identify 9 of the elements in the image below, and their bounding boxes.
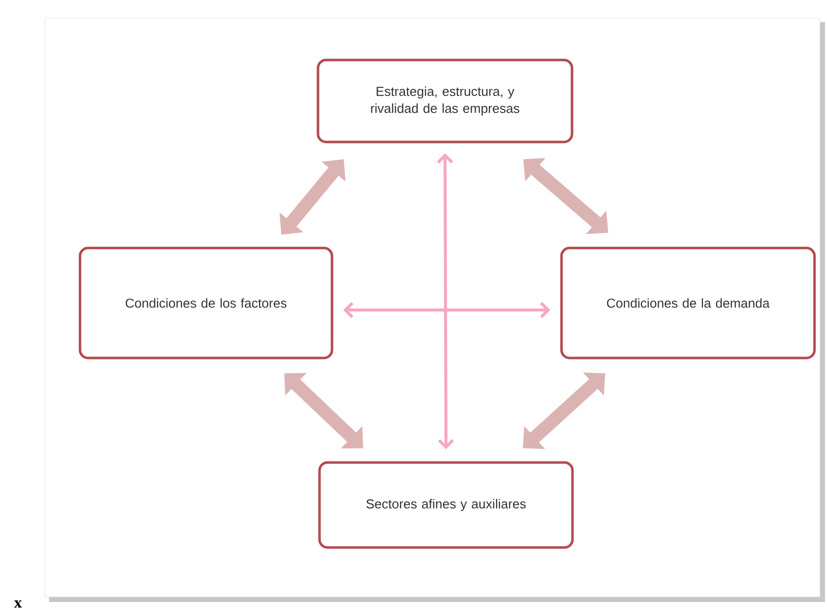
double-arrow [284, 373, 364, 448]
text-box: Condiciones de la demanda [560, 246, 816, 360]
text-box: Estrategia, estructura, y rivalidad de las empresas [316, 58, 574, 144]
text-box: Sectores afines y auxiliares [318, 461, 574, 549]
note-label: x [14, 600, 22, 608]
text-box: Condiciones de los factores [78, 246, 334, 360]
double-arrow [522, 372, 606, 449]
double-arrow [436, 153, 454, 450]
double-arrow [343, 302, 550, 318]
